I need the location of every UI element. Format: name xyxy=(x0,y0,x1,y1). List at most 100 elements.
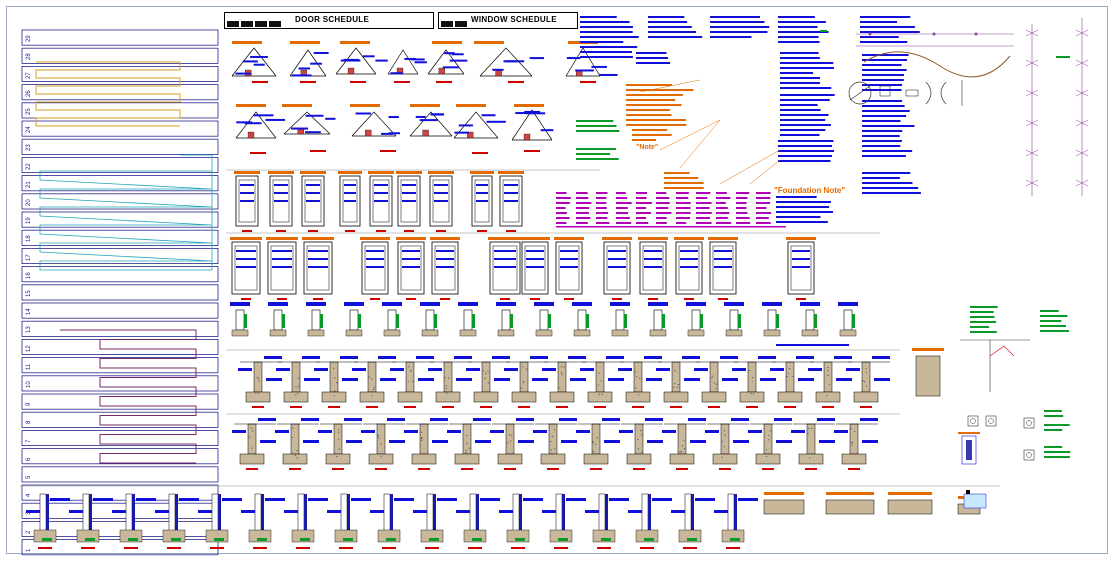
footing-label xyxy=(454,356,472,359)
note-line xyxy=(860,36,899,38)
footing-tag xyxy=(784,406,796,408)
section-marker xyxy=(687,538,697,541)
door-note xyxy=(366,250,384,252)
footing-label xyxy=(475,440,491,443)
section-label xyxy=(265,498,285,501)
door-leaf xyxy=(492,245,518,291)
roof-label xyxy=(492,68,504,71)
rail-bay-number: 14 xyxy=(26,308,32,316)
detail-tag xyxy=(350,81,366,83)
aggregate xyxy=(789,367,791,370)
note-line xyxy=(632,124,668,126)
door-tag xyxy=(796,298,806,300)
section-label xyxy=(112,510,126,513)
slab-caption xyxy=(888,492,932,495)
note-line xyxy=(1044,456,1070,458)
aggregate xyxy=(637,394,640,396)
note-line xyxy=(596,202,607,204)
wall-label xyxy=(230,302,250,306)
aggregate xyxy=(639,429,642,432)
door-caption xyxy=(300,171,326,174)
aggregate xyxy=(373,387,375,389)
note-line xyxy=(778,140,834,142)
vent-symbol-core xyxy=(988,418,994,424)
note-line xyxy=(616,217,630,219)
footing-pad xyxy=(669,453,695,465)
note-line xyxy=(780,52,819,54)
rail-bay-number: 10 xyxy=(26,381,32,388)
aggregate xyxy=(677,383,680,386)
footing-pad xyxy=(321,391,347,403)
rail-bay-number: 22 xyxy=(26,162,32,170)
note-line xyxy=(736,197,748,199)
aggregate xyxy=(711,377,713,379)
aggregate xyxy=(724,434,726,436)
wall-base xyxy=(687,329,705,337)
aggregate xyxy=(635,387,637,389)
section-label xyxy=(198,510,212,513)
note-line xyxy=(696,202,712,204)
footing-label xyxy=(378,356,396,359)
roof-block xyxy=(438,67,445,75)
note-line xyxy=(776,201,831,203)
symbol-panel xyxy=(879,85,891,97)
footing-tag xyxy=(594,406,606,408)
note-line xyxy=(676,197,689,199)
roof-rafter xyxy=(387,49,419,75)
door-note xyxy=(608,250,626,252)
detail-caption xyxy=(350,104,380,107)
rail-bay-number: 2 xyxy=(26,530,32,534)
window-schedule-box[interactable]: WINDOW SCHEDULE xyxy=(438,12,578,29)
door-tag xyxy=(506,230,516,232)
door-note xyxy=(560,250,578,252)
footing-label xyxy=(432,440,448,443)
note-line xyxy=(710,16,760,18)
section-label xyxy=(50,498,70,501)
rail-bay xyxy=(21,484,219,501)
aggregate xyxy=(445,387,447,389)
rail-bay-number: 8 xyxy=(26,421,32,425)
aggregate xyxy=(408,366,410,368)
door-tag xyxy=(564,298,574,300)
aggregate xyxy=(751,381,753,383)
footing-label xyxy=(608,378,624,381)
wall-flashing xyxy=(244,314,247,328)
rail-bay xyxy=(21,357,219,374)
note-line xyxy=(664,182,704,184)
note-line xyxy=(780,114,829,116)
rail-bay xyxy=(21,411,219,428)
note-line xyxy=(648,31,697,33)
door-tag xyxy=(648,298,658,300)
door-schedule-box[interactable]: DOOR SCHEDULE xyxy=(224,12,434,29)
window-schedule-title: WINDOW SCHEDULE xyxy=(471,15,557,24)
wall-label xyxy=(762,302,782,306)
footing-label xyxy=(264,356,282,359)
door-note xyxy=(494,250,516,252)
door-note xyxy=(434,200,448,202)
aggregate xyxy=(509,453,511,455)
note-line xyxy=(576,202,592,204)
detail-tag xyxy=(436,81,452,83)
schedule-rule xyxy=(556,226,786,228)
note-line xyxy=(632,134,672,136)
stem-wall xyxy=(519,361,529,393)
section-tag xyxy=(683,547,697,549)
footing-tag xyxy=(404,406,416,408)
wall-base xyxy=(649,329,667,337)
aggregate xyxy=(827,374,829,376)
door-note xyxy=(714,250,732,252)
door-leaf xyxy=(304,179,322,223)
footing-tag xyxy=(590,468,602,470)
roof-rafter xyxy=(453,111,499,139)
note-line xyxy=(862,145,901,147)
note-line xyxy=(780,129,826,131)
note-line xyxy=(716,217,728,219)
vent-symbol xyxy=(1023,449,1035,461)
footing-label xyxy=(466,368,480,371)
footing-tag xyxy=(632,406,644,408)
door-note xyxy=(236,266,256,268)
aggregate xyxy=(334,390,336,392)
footing-label xyxy=(776,440,792,443)
aggregate xyxy=(447,377,450,379)
door-note xyxy=(274,200,288,202)
